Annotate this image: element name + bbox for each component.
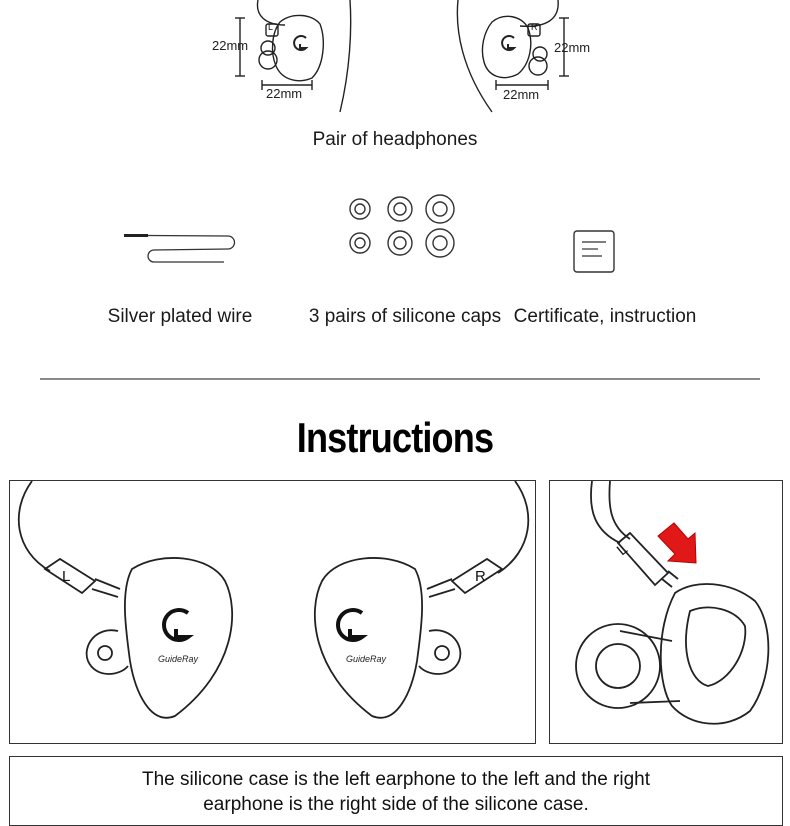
left-height-label: 22mm	[212, 38, 249, 53]
certificate-caption: Certificate, instruction	[513, 306, 697, 327]
note-line-1: The silicone case is the left earphone t…	[141, 769, 651, 790]
section-divider	[40, 378, 760, 380]
certificate-icon	[572, 229, 616, 275]
silicone-caps-icon	[340, 193, 470, 258]
note-line-2: earphone is the right side of the silico…	[203, 794, 589, 815]
left-width-label: 22mm	[266, 86, 303, 101]
earphones-orientation-panel: GuideRay GuideRay L R	[9, 480, 536, 744]
wire-caption: Silver plated wire	[107, 306, 253, 327]
silicone-cap-panel: L	[549, 480, 783, 744]
brand-right-text: GuideRay	[346, 654, 387, 664]
right-width-label: 22mm	[503, 87, 540, 102]
right-height-label: 22mm	[554, 40, 591, 55]
wire-icon	[120, 228, 240, 268]
instruction-note: The silicone case is the left earphone t…	[9, 756, 783, 826]
silicone-cap-drawing: L	[575, 481, 770, 725]
brand-left-text: GuideRay	[158, 654, 199, 664]
cap-panel-left-marker: L	[614, 541, 631, 559]
insert-arrow-icon	[657, 522, 697, 564]
left-marker-small: L	[268, 22, 274, 32]
headphones-diagram	[200, 0, 600, 115]
right-marker: R	[475, 568, 486, 585]
left-marker: L	[62, 568, 70, 585]
headphones-caption: Pair of headphones	[312, 129, 478, 150]
instructions-title: Instructions	[296, 414, 494, 461]
caps-caption: 3 pairs of silicone caps	[308, 306, 502, 327]
right-marker-small: R	[531, 22, 538, 32]
headphones-drawing	[235, 0, 569, 113]
earphones-orientation-drawing: GuideRay GuideRay L R	[17, 481, 530, 719]
